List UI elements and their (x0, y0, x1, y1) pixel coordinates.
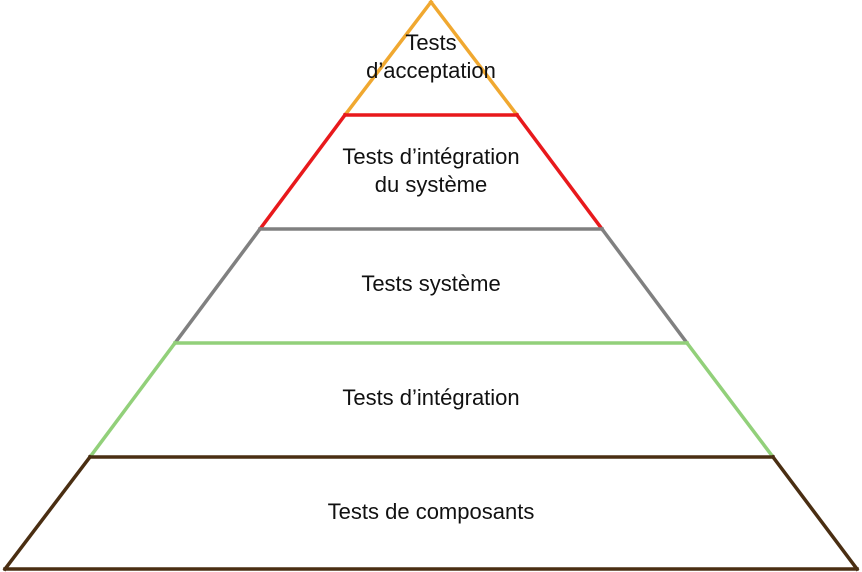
level-system-integration-label: Tests d’intégration du système (0, 143, 862, 199)
level-system-outline (172, 226, 690, 346)
level-system-integration-outline (257, 112, 605, 232)
level-system-integration-line-1: Tests d’intégration (342, 144, 520, 169)
level-component-outline (2, 454, 860, 572)
level-system-label: Tests système (0, 270, 862, 298)
level-component-line-1: Tests de composants (327, 499, 535, 524)
level-acceptance-outline (342, 0, 520, 118)
level-integration-label: Tests d’intégration (0, 384, 862, 412)
level-system-line-1: Tests système (361, 271, 501, 296)
level-acceptance-line-2: d’acceptation (366, 58, 496, 83)
level-component-label: Tests de composants (0, 498, 862, 526)
level-integration-line-1: Tests d’intégration (342, 385, 520, 410)
level-system-integration-line-2: du système (374, 172, 488, 197)
level-acceptance-line-1: Tests (405, 30, 457, 55)
level-acceptance-label: Tests d’acceptation (0, 29, 862, 85)
level-integration-outline (87, 340, 776, 460)
